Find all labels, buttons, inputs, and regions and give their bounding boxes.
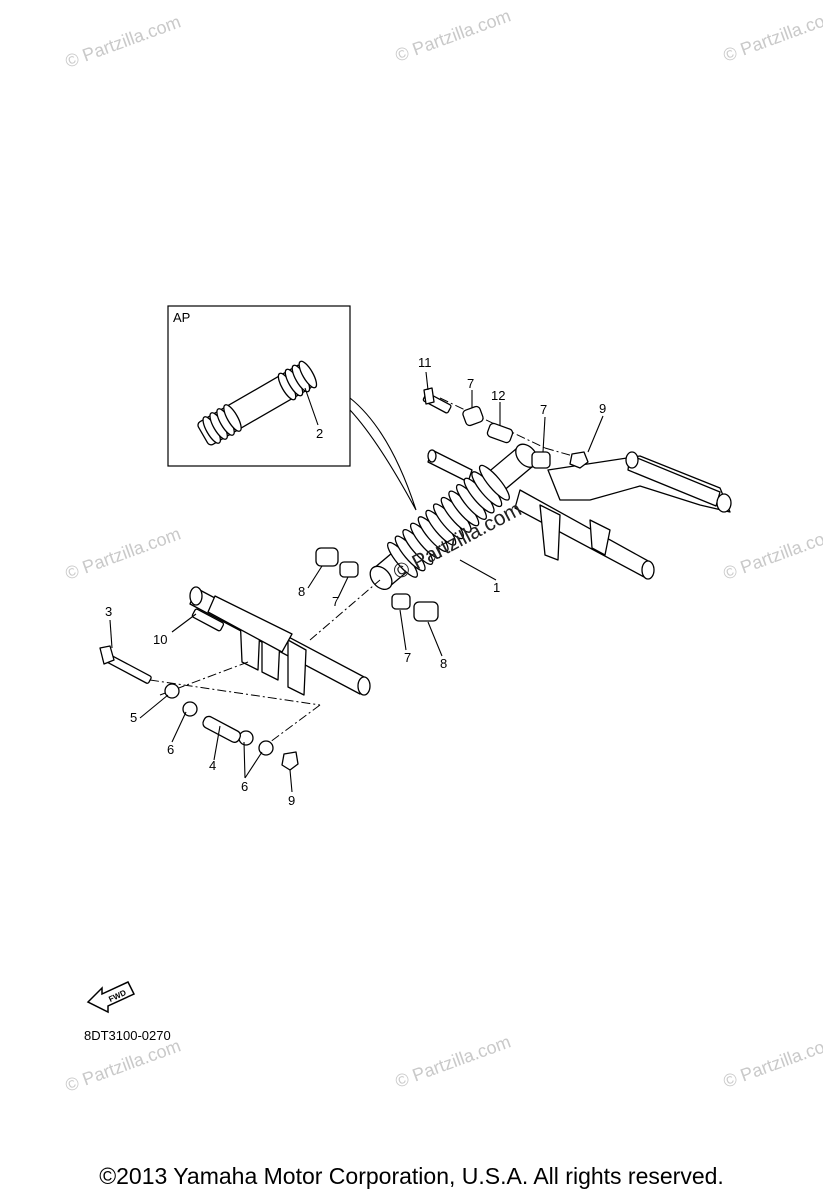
callout-8: 8 bbox=[298, 584, 305, 599]
copyright-footer: ©2013 Yamaha Motor Corporation, U.S.A. A… bbox=[99, 1163, 724, 1189]
callout-4: 4 bbox=[209, 758, 216, 773]
callout-9: 9 bbox=[288, 793, 295, 808]
dust-boot bbox=[197, 360, 318, 446]
callout-7: 7 bbox=[404, 650, 411, 665]
small-parts bbox=[99, 387, 589, 771]
callout-7: 7 bbox=[332, 594, 339, 609]
callout-12: 12 bbox=[491, 388, 505, 403]
callout-7: 7 bbox=[540, 402, 547, 417]
callout-7: 7 bbox=[467, 376, 474, 391]
leader-lines bbox=[109, 371, 604, 793]
callout-2: 2 bbox=[316, 426, 323, 441]
inset-ap: AP 2 bbox=[167, 305, 351, 467]
callout-9: 9 bbox=[599, 401, 606, 416]
callout-6: 6 bbox=[167, 742, 174, 757]
swing-arm-frame bbox=[427, 449, 732, 580]
callout-8: 8 bbox=[440, 656, 447, 671]
callout-10: 10 bbox=[153, 632, 167, 647]
figure-code: 8DT3100-0270 bbox=[84, 1028, 171, 1043]
callout-5: 5 bbox=[130, 710, 137, 725]
callout-1: 1 bbox=[493, 580, 500, 595]
watermark: © Partzilla.com bbox=[721, 523, 823, 583]
inset-label: AP bbox=[173, 310, 190, 325]
watermark: © Partzilla.com bbox=[721, 1031, 823, 1091]
callout-6: 6 bbox=[241, 779, 248, 794]
watermark: © Partzilla.com bbox=[63, 1035, 184, 1095]
shock-absorber bbox=[369, 443, 539, 591]
watermark: © Partzilla.com bbox=[393, 1031, 514, 1091]
watermark: © Partzilla.com bbox=[393, 5, 514, 65]
fwd-arrow-icon: FWD bbox=[86, 981, 136, 1014]
inset-pointer bbox=[349, 397, 417, 511]
callout-11: 11 bbox=[418, 355, 432, 370]
watermark: © Partzilla.com bbox=[721, 5, 823, 65]
callout-3: 3 bbox=[105, 604, 112, 619]
callout-numbers: 11 7 12 7 9 1 8 7 7 8 3 10 5 6 4 6 9 bbox=[105, 355, 606, 808]
watermark: © Partzilla.com bbox=[63, 11, 184, 71]
lower-bracket bbox=[189, 586, 371, 696]
watermark: © Partzilla.com bbox=[63, 523, 184, 583]
